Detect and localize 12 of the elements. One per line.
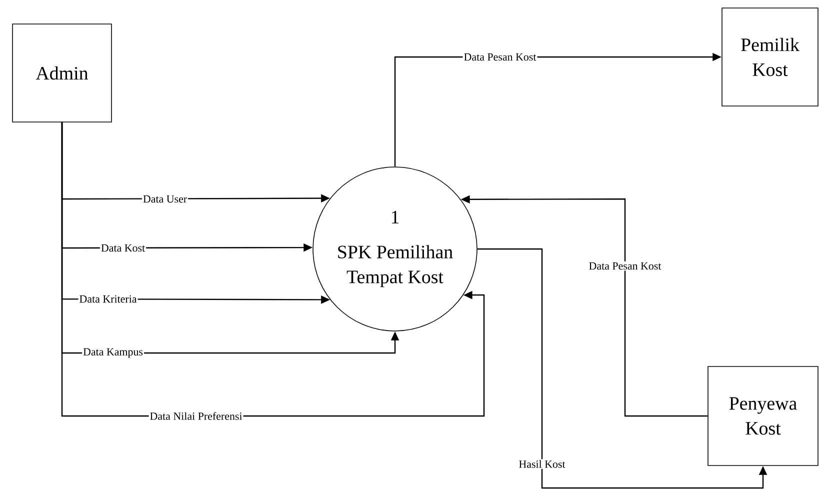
arrow [61,122,485,417]
entity-box: Admin [12,24,112,122]
entity-box: Penyewa Kost [708,366,818,466]
edge-label: Data Kost [100,243,146,253]
edge-label: Data Kriteria [78,294,138,304]
edge-label: Data Pesan Kost [588,261,662,271]
edge-label: Data User [142,194,188,204]
edge-label: Data Pesan Kost [462,52,538,62]
edge-label: Hasil Kost [518,459,566,469]
entity-box: Pemilik Kost [722,8,818,106]
edge-label: Data Kampus [82,347,144,359]
edge-label: Data Nilai Preferensi [148,411,244,421]
